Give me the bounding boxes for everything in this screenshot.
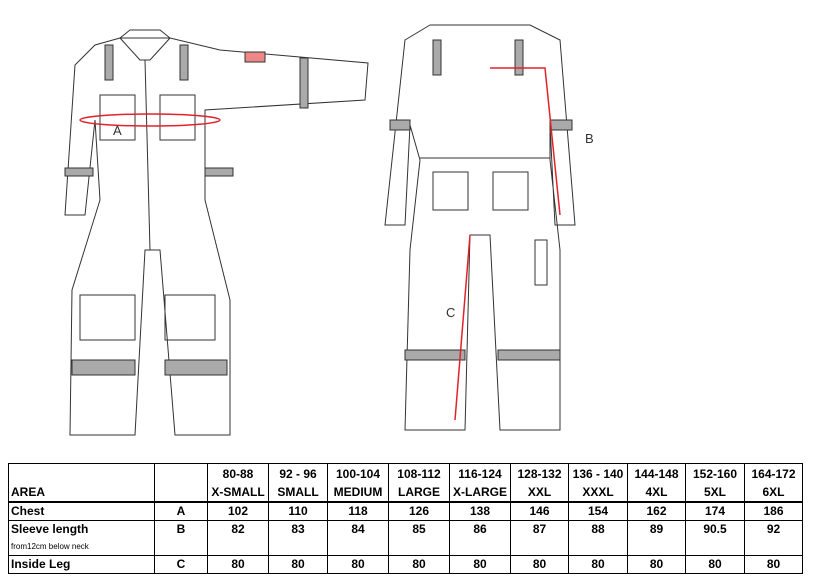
size-name: XXL: [527, 485, 552, 499]
empty-cell: [627, 538, 686, 556]
cell-value: 85: [388, 520, 450, 538]
label-b: B: [585, 131, 594, 146]
label-c: C: [446, 305, 455, 320]
cell-value: 126: [388, 501, 450, 521]
front-coverall: [64, 29, 369, 436]
cell-value: 80: [207, 555, 269, 574]
size-header: 164-172 6XL: [744, 463, 803, 503]
size-header: 152-160 5XL: [685, 463, 745, 503]
cell-value: 186: [744, 501, 803, 521]
empty-cell: [449, 538, 511, 556]
size-name: 5XL: [703, 485, 726, 499]
cell-value: 80: [510, 555, 569, 574]
cell-value: 162: [627, 501, 686, 521]
row-code: C: [154, 555, 208, 574]
empty-cell: [207, 538, 269, 556]
size-range: 152-160: [692, 467, 738, 481]
cell-value: 80: [627, 555, 686, 574]
empty-cell: [154, 538, 208, 556]
cell-value: 80: [268, 555, 328, 574]
size-name: X-SMALL: [211, 485, 265, 499]
cell-value: 84: [327, 520, 389, 538]
empty-cell: [510, 538, 569, 556]
inside-leg-arrow: [454, 234, 471, 421]
empty-cell: [744, 538, 803, 556]
cell-value: 87: [510, 520, 569, 538]
cell-value: 102: [207, 501, 269, 521]
cell-value: 80: [449, 555, 511, 574]
size-range: 108-112: [397, 467, 441, 481]
row-label: Chest: [8, 501, 155, 521]
cell-value: 88: [568, 520, 628, 538]
area-header: AREA: [8, 463, 155, 503]
size-name: 6XL: [762, 485, 785, 499]
empty-cell: [388, 538, 450, 556]
row-label: Inside Leg: [8, 555, 155, 574]
cell-value: 80: [744, 555, 803, 574]
size-range: 100-104: [335, 467, 381, 481]
cell-value: 80: [327, 555, 389, 574]
row-code: B: [154, 520, 208, 538]
chest-arrow: [79, 113, 221, 127]
cell-value: 174: [685, 501, 745, 521]
size-name: MEDIUM: [333, 485, 383, 499]
sleeve-note: from12cm below neck: [8, 538, 155, 556]
cell-value: 110: [268, 501, 328, 521]
row-label: Sleeve length: [8, 520, 155, 538]
size-name: SMALL: [277, 485, 319, 499]
size-range: 136 - 140: [572, 467, 624, 481]
cell-value: 89: [627, 520, 686, 538]
size-name: 4XL: [645, 485, 668, 499]
empty-cell: [327, 538, 389, 556]
size-range: 164-172: [751, 467, 796, 481]
size-name: X-LARGE: [453, 485, 507, 499]
empty-cell: [268, 538, 328, 556]
coverall-diagram: A B C: [64, 24, 594, 436]
cell-value: 80: [685, 555, 745, 574]
cell-value: 80: [388, 555, 450, 574]
back-coverall: [384, 24, 576, 431]
cell-value: 82: [207, 520, 269, 538]
sleeve-arrow: [490, 67, 561, 216]
cell-value: 138: [449, 501, 511, 521]
size-range: 92 - 96: [279, 467, 317, 481]
label-a: A: [113, 123, 122, 138]
cell-value: 86: [449, 520, 511, 538]
cell-value: 90.5: [685, 520, 745, 538]
size-range: 116-124: [458, 467, 502, 481]
cell-value: 92: [744, 520, 803, 538]
empty-cell: [568, 538, 628, 556]
cell-value: 80: [568, 555, 628, 574]
cell-value: 146: [510, 501, 569, 521]
size-header: 92 - 96 SMALL: [268, 463, 328, 503]
size-range: 144-148: [634, 467, 679, 481]
cell-value: 154: [568, 501, 628, 521]
size-name: XXXL: [582, 485, 614, 499]
size-range: 128-132: [517, 467, 562, 481]
row-code: A: [154, 501, 208, 521]
code-header: [154, 463, 208, 503]
cell-value: 83: [268, 520, 328, 538]
measurement-arrows: [79, 67, 561, 421]
size-header: 144-148 4XL: [627, 463, 686, 503]
cell-value: 118: [327, 501, 389, 521]
table-row-sleeve-note: from12cm below neck: [8, 538, 803, 556]
size-range: 80-88: [222, 467, 254, 481]
empty-cell: [685, 538, 745, 556]
size-name: LARGE: [398, 485, 440, 499]
